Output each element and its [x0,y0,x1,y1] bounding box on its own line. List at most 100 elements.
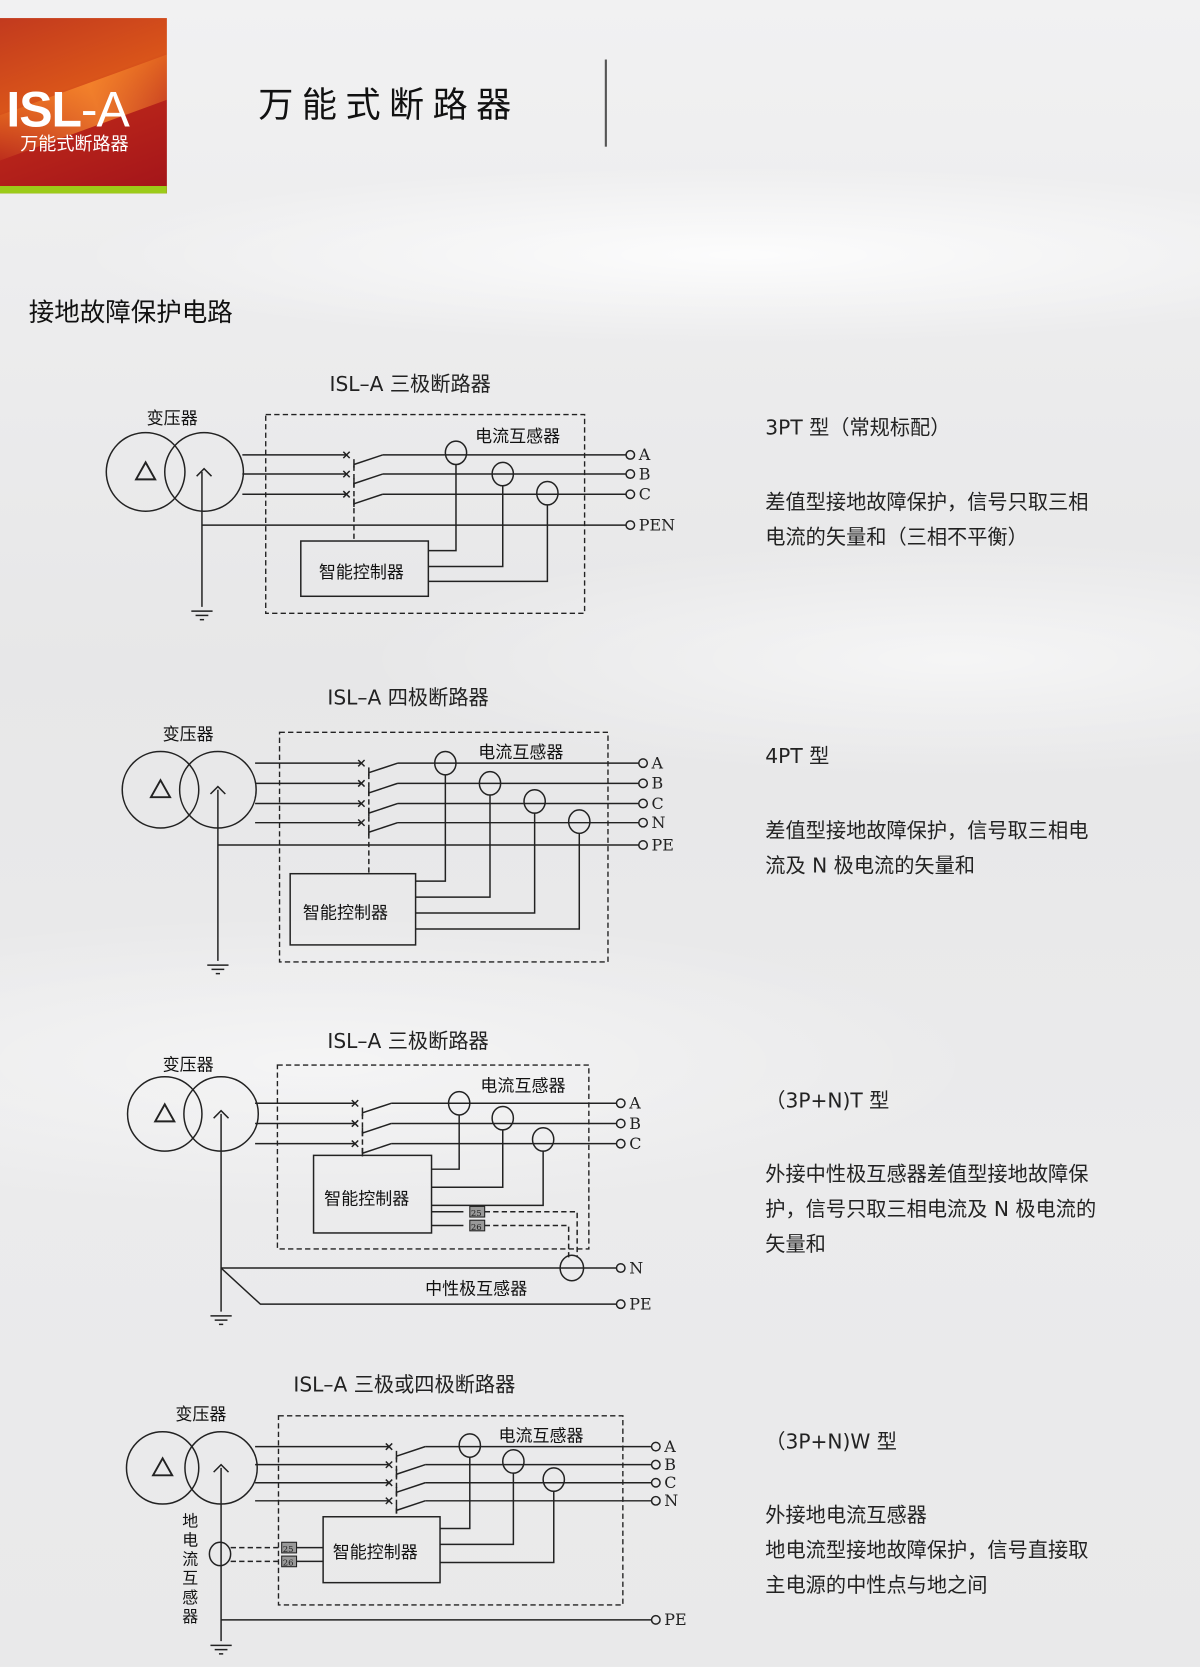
desc-line: 外接地电流互感器 [765,1504,927,1528]
neutral-ct-icon [559,1254,585,1282]
terminal-icon [625,469,636,480]
signal-wire [484,1210,578,1258]
breaker-boundary [265,413,586,614]
terminal-label: B [639,464,651,483]
signal-wire [484,1224,570,1258]
breaker-switch [396,1500,426,1512]
terminal-icon [638,778,649,789]
delta-icon [134,460,157,481]
terminal-icon [650,1495,661,1506]
transformer-label: 变压器 [175,1404,227,1425]
terminal-label: PE [629,1294,651,1313]
port-box [281,1555,298,1568]
ct-signal-wire [428,504,549,583]
breaker-boundary [278,731,609,963]
terminal-label: A [628,1094,641,1113]
breaker-contact-icon [385,1442,393,1451]
desc-line: 流及 N 极电流的矢量和 [765,854,975,878]
logo-subtitle: 万能式断路器 [20,133,129,156]
breaker-switch [362,1142,392,1154]
terminal-icon [615,1299,626,1310]
breaker-boundary [276,1064,590,1250]
transformer-label: 变压器 [162,1054,214,1075]
breaker-contact-icon [342,451,351,459]
breaker-contact-icon [385,1460,393,1469]
delta-icon [149,778,172,799]
current-transformer-icon [491,461,515,487]
terminal-icon [615,1138,626,1149]
terminal-label: C [629,1134,641,1153]
breaker-switch [362,1122,392,1134]
diagram-title: ISL–A 三极断路器 [327,1029,489,1054]
controller-label: 智能控制器 [332,1542,418,1563]
ct-signal-wire [431,1151,544,1207]
terminal-icon [650,1441,661,1452]
terminal-label: A [638,445,651,464]
desc-line: 主电源的中性点与地之间 [765,1574,988,1598]
ct-signal-wire [428,464,457,552]
terminal-label: C [652,794,664,813]
ct-signal-wire [431,1129,504,1189]
breaker-switch [353,473,383,485]
breaker-switch [396,1445,426,1457]
ct-signal-wire [415,813,536,914]
smart-controller-box [300,540,430,598]
terminal-label: N [664,1491,678,1510]
breaker-contact-icon [351,1099,359,1108]
desc-line: 差值型接地故障保护，信号取三相电 [765,819,1089,843]
page-title: 万能式断路器 [258,83,520,126]
breaker-switch [368,782,398,794]
breaker-contact-icon [342,470,351,478]
current-transformer-icon [542,1467,566,1492]
header-divider [604,59,607,147]
breaker-switch [353,454,383,466]
description: 差值型接地故障保护，信号只取三相电流的矢量和（三相不平衡） [765,486,1088,556]
desc-line: 电流的矢量和（三相不平衡） [765,526,1028,550]
terminal-icon [638,817,649,828]
transformer-primary-icon [126,1075,203,1152]
ct-signal-wire [415,774,447,882]
breaker-switch [368,802,398,814]
breaker-contact-icon [385,1497,393,1505]
terminal-label: PE [652,835,674,854]
ct-signal-wire [440,1457,471,1530]
ct-signal-wire [440,1473,515,1546]
breaker-contact-icon [357,818,366,827]
ct-signal-wire [415,795,491,898]
description: 差值型接地故障保护，信号取三相电流及 N 极电流的矢量和 [765,814,1088,884]
current-transformer-icon [491,1105,515,1131]
terminal-label: A [651,753,664,772]
diagram-title: ISL–A 三极或四极断路器 [293,1373,516,1397]
ground-ct-label: 地电流互感器 [182,1511,199,1627]
current-transformer-icon [567,809,591,835]
breaker-contact-icon [342,490,351,498]
terminal-label: C [639,485,651,504]
terminal-label: B [652,774,664,793]
breaker-contact-icon [385,1479,393,1487]
port-number: 26 [471,1223,482,1233]
breaker-contact-icon [357,799,366,808]
brand-logo: ISL-A 万能式断路器 [0,18,167,194]
controller-label: 智能控制器 [318,562,404,583]
delta-icon [151,1456,174,1477]
type-label: 3PT 型（常规标配） [765,416,951,441]
breaker-contact-icon [357,759,366,767]
controller-label: 智能控制器 [324,1188,410,1209]
terminal-label: PEN [639,515,675,534]
smart-controller-box [322,1516,441,1584]
breaker-switch [396,1482,426,1494]
terminal-icon [625,520,636,531]
terminal-icon [638,798,649,809]
breaker-switch [368,821,398,833]
smart-controller-box [289,872,417,946]
breaker-contact-icon [351,1119,359,1128]
terminal-icon [650,1614,661,1625]
terminal-icon [615,1098,626,1109]
port-box [281,1541,298,1554]
ct-signal-wire [415,833,581,930]
desc-line: 地电流型接地故障保护，信号直接取 [765,1539,1089,1563]
ct-signal-wire [428,485,504,568]
terminal-label: B [629,1114,641,1133]
terminal-icon [650,1477,661,1488]
